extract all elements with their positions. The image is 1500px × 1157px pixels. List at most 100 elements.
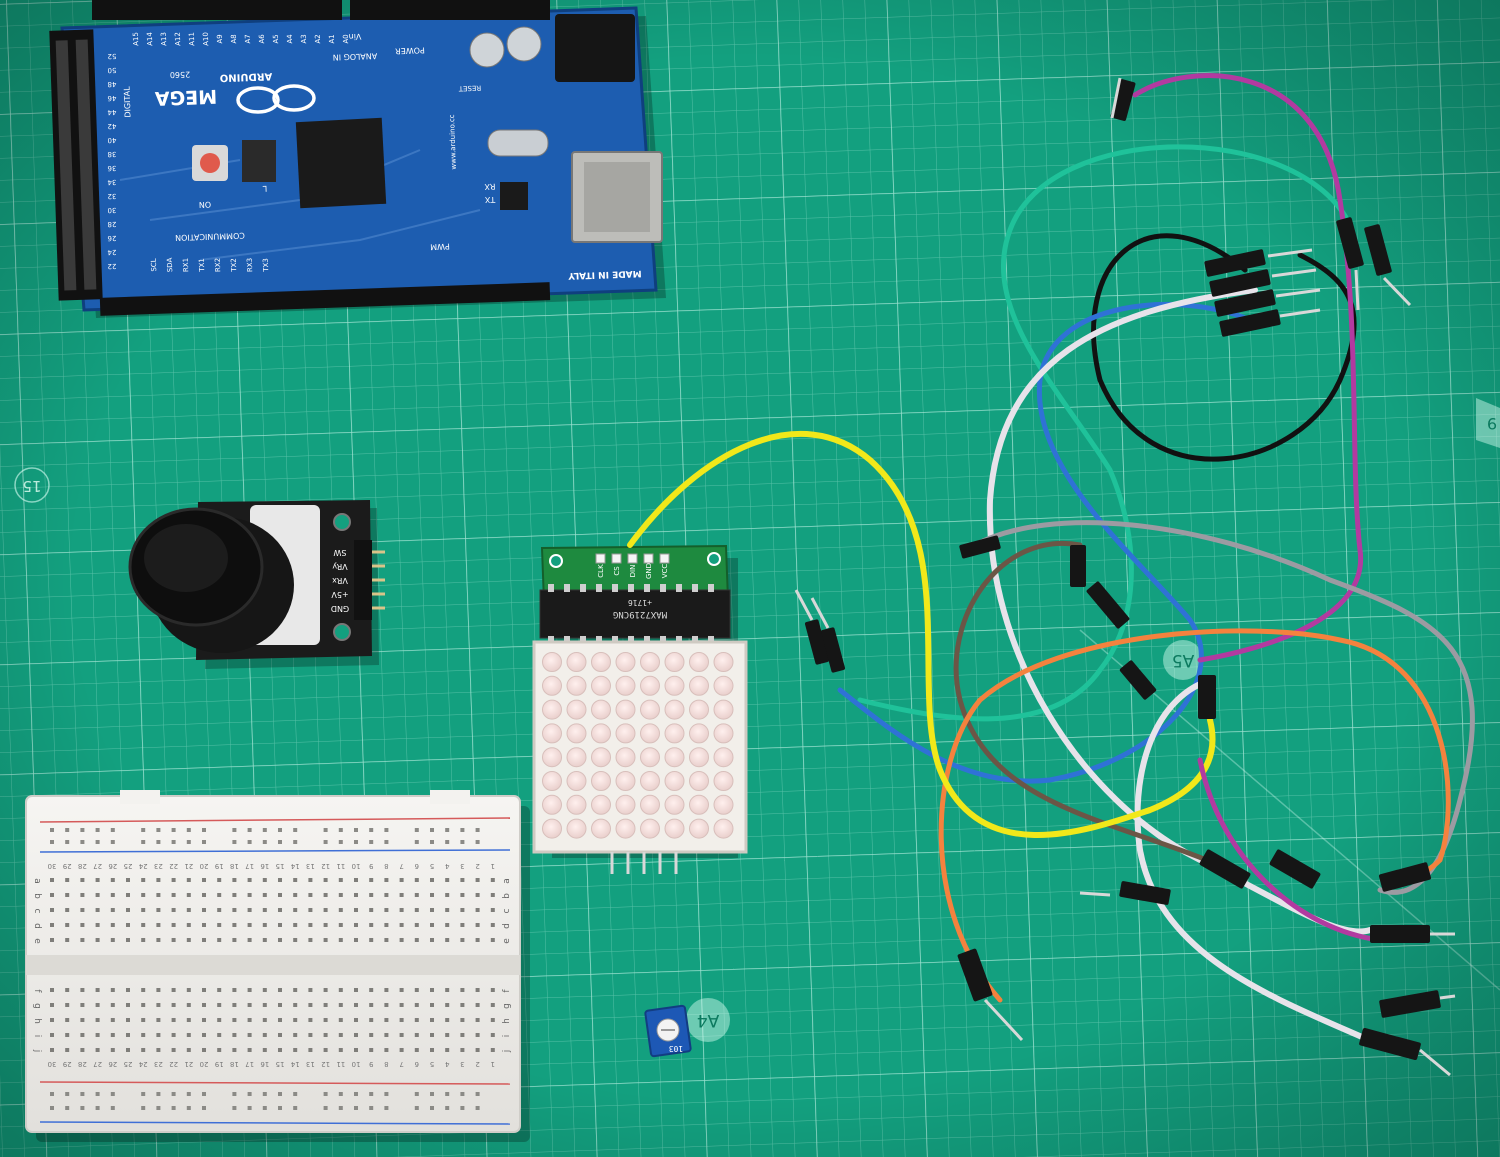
- rail-hole: [65, 1106, 70, 1110]
- arduino-logo: MEGA ARDUINO 2560: [154, 70, 316, 114]
- column-number: 25: [124, 1060, 133, 1068]
- led-dot: [591, 652, 611, 672]
- breadboard-hole: [262, 1048, 267, 1052]
- breadboard-hole: [384, 1018, 389, 1022]
- breadboard-hole: [202, 923, 206, 927]
- breadboard-hole: [399, 938, 404, 942]
- breadboard-hole: [430, 878, 434, 882]
- breadboard-hole: [475, 1033, 480, 1037]
- breadboard-hole: [110, 1033, 115, 1037]
- rail-hole: [414, 840, 419, 844]
- column-number: 16: [260, 1060, 269, 1068]
- led-dot: [542, 818, 562, 839]
- rail-red-top: [39, 817, 511, 823]
- breadboard-hole: [490, 938, 495, 942]
- rail-hole: [141, 828, 146, 832]
- led-dot: [689, 723, 709, 744]
- column-number: 14: [290, 862, 299, 870]
- breadboard-hole: [262, 893, 267, 897]
- breadboard-hole: [278, 988, 282, 992]
- rail-hole: [247, 840, 252, 844]
- breadboard-hole: [247, 1033, 252, 1037]
- rail-hole: [156, 828, 161, 832]
- breadboard-hole: [475, 908, 480, 912]
- column-number: 6: [414, 862, 419, 870]
- breadboard-hole: [490, 1018, 495, 1022]
- row-letter: h: [32, 1018, 42, 1024]
- breadboard-hole: [430, 988, 434, 992]
- led-dot: [615, 675, 636, 696]
- breadboard-hole: [50, 1048, 54, 1052]
- rail-hole: [445, 1092, 450, 1096]
- rail-hole: [247, 1092, 252, 1096]
- breadboard-hole: [338, 1018, 343, 1022]
- breadboard-hole: [217, 1003, 222, 1007]
- breadboard-hole: [110, 988, 115, 992]
- breadboard-hole: [232, 1033, 237, 1037]
- breadboard-hole: [232, 893, 237, 897]
- breadboard-hole: [278, 938, 282, 942]
- column-number: 2: [475, 1060, 479, 1068]
- breadboard-hole: [475, 988, 480, 992]
- svg-text:ARDUINO: ARDUINO: [220, 70, 273, 83]
- breadboard-hole: [430, 1003, 434, 1007]
- led-dot: [640, 747, 660, 768]
- breadboard-hole: [445, 1033, 450, 1037]
- analog-pin-label: A3: [300, 34, 308, 44]
- breadboard-hole: [186, 1048, 191, 1052]
- breadboard-hole: [65, 988, 70, 992]
- breadboard-hole: [399, 1018, 404, 1022]
- column-number: 24: [138, 862, 147, 870]
- breadboard-hole: [414, 938, 419, 942]
- capacitor-2: [506, 26, 542, 62]
- breadboard-hole: [141, 923, 146, 927]
- breadboard-hole: [247, 908, 252, 912]
- breadboard-hole: [171, 893, 176, 897]
- comm-pin-label: TX3: [262, 258, 271, 273]
- wire-white: [986, 287, 1373, 935]
- row-letter: i: [32, 1035, 42, 1038]
- column-number: 7: [399, 1060, 403, 1068]
- svg-text:2560: 2560: [170, 70, 191, 80]
- breadboard-hole: [414, 1003, 419, 1007]
- breadboard-hole: [399, 893, 404, 897]
- power-header: [350, 0, 550, 20]
- rail-hole: [262, 828, 267, 832]
- column-number: 1: [491, 1060, 495, 1068]
- rail-hole: [141, 840, 146, 844]
- column-number: 23: [154, 1060, 163, 1068]
- column-number: 29: [63, 862, 72, 870]
- breadboard-hole: [293, 938, 298, 942]
- breadboard-hole: [338, 923, 343, 927]
- breadboard-hole: [384, 1033, 389, 1037]
- rail-hole: [262, 840, 267, 844]
- rail-hole: [354, 840, 358, 844]
- row-letter: f: [502, 989, 512, 993]
- breadboard-hole: [141, 988, 146, 992]
- rail-hole: [262, 1106, 267, 1110]
- breadboard-hole: [171, 988, 176, 992]
- led-dot: [664, 723, 685, 744]
- column-number: 3: [460, 1060, 464, 1068]
- rail-hole: [171, 1106, 176, 1110]
- breadboard-hole: [278, 1018, 282, 1022]
- breadboard-hole: [50, 893, 54, 897]
- breadboard-hole: [460, 988, 465, 992]
- led-dot: [566, 699, 587, 720]
- breadboard-hole: [369, 988, 374, 992]
- breadboard-hole: [445, 1018, 450, 1022]
- breadboard-hole: [141, 1018, 146, 1022]
- mat-mark-a4: A4: [686, 998, 730, 1042]
- breadboard-hole: [95, 893, 100, 897]
- led-dot: [713, 771, 734, 791]
- breadboard-hole: [156, 908, 161, 912]
- digital-pin-label: 32: [107, 192, 116, 200]
- row-letter: g: [502, 1003, 512, 1009]
- rail-hole: [80, 1092, 85, 1096]
- column-number: 27: [93, 862, 102, 870]
- breadboard-hole: [354, 988, 358, 992]
- led-dot: [664, 675, 685, 696]
- breadboard-hole: [232, 923, 237, 927]
- breadboard-hole: [338, 908, 343, 912]
- rail-hole: [354, 1092, 358, 1096]
